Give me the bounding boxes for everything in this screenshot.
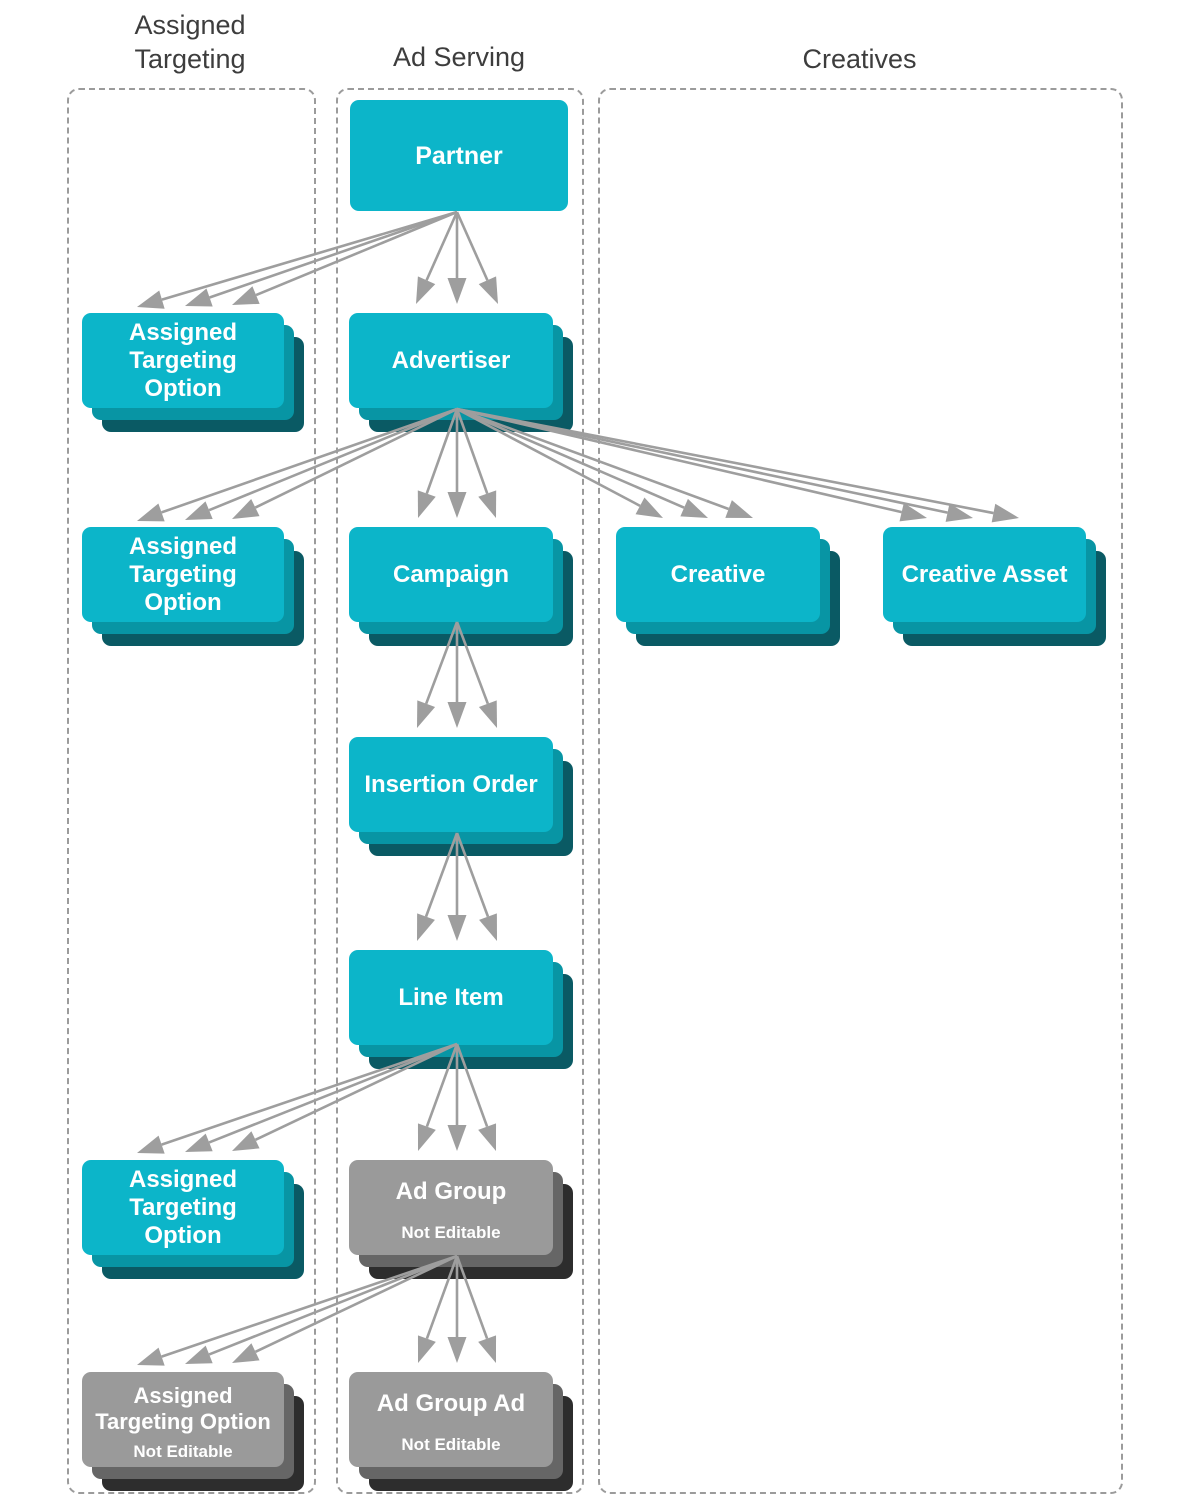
node-label: Partner bbox=[415, 141, 503, 170]
node-label: Insertion Order bbox=[364, 770, 538, 798]
node-label: Creative Asset bbox=[901, 560, 1068, 588]
node-face: Insertion Order bbox=[349, 737, 553, 832]
node-assigned-targeting-option-partner: Assigned Targeting Option bbox=[82, 313, 304, 432]
node-label: Assigned Targeting Option bbox=[95, 1382, 271, 1434]
node-ad-group-ad: Ad Group Ad Not Editable bbox=[349, 1372, 573, 1491]
node-face: Creative bbox=[616, 527, 820, 622]
node-insertion-order: Insertion Order bbox=[349, 737, 573, 856]
column-header-ad-serving: Ad Serving bbox=[392, 42, 526, 72]
node-face: Assigned Targeting Option bbox=[82, 527, 284, 622]
node-face: Advertiser bbox=[349, 313, 553, 408]
node-label: Ad Group bbox=[395, 1177, 507, 1205]
node-assigned-targeting-option-ad-group: Assigned Targeting Option Not Editable bbox=[82, 1372, 304, 1491]
node-ad-group: Ad Group Not Editable bbox=[349, 1160, 573, 1279]
node-face: Assigned Targeting Option bbox=[82, 1160, 284, 1255]
column-header-creatives: Creatives bbox=[802, 44, 917, 74]
node-face: Creative Asset bbox=[883, 527, 1086, 622]
node-label: Assigned Targeting Option bbox=[128, 318, 238, 402]
column-creatives bbox=[598, 88, 1123, 1494]
node-assigned-targeting-option-line-item: Assigned Targeting Option bbox=[82, 1160, 304, 1279]
node-label: Campaign bbox=[392, 560, 509, 588]
node-status-not-editable: Not Editable bbox=[401, 1434, 501, 1454]
node-assigned-targeting-option-advertiser: Assigned Targeting Option bbox=[82, 527, 304, 646]
node-creative-asset: Creative Asset bbox=[883, 527, 1106, 646]
node-face: Line Item bbox=[349, 950, 553, 1045]
node-partner: Partner bbox=[350, 100, 568, 211]
node-label: Assigned Targeting Option bbox=[128, 532, 238, 616]
node-label: Assigned Targeting Option bbox=[128, 1165, 238, 1249]
column-assigned-targeting bbox=[67, 88, 316, 1494]
node-face: Ad Group Ad Not Editable bbox=[349, 1372, 553, 1467]
node-advertiser: Advertiser bbox=[349, 313, 573, 432]
node-line-item: Line Item bbox=[349, 950, 573, 1069]
node-status-not-editable: Not Editable bbox=[401, 1222, 501, 1242]
node-face: Campaign bbox=[349, 527, 553, 622]
node-creative: Creative bbox=[616, 527, 840, 646]
column-ad-serving bbox=[336, 88, 584, 1494]
node-campaign: Campaign bbox=[349, 527, 573, 646]
node-label: Line Item bbox=[398, 983, 504, 1011]
node-face: Assigned Targeting Option Not Editable bbox=[82, 1372, 284, 1467]
node-face: Ad Group Not Editable bbox=[349, 1160, 553, 1255]
column-header-assigned-targeting: Assigned Targeting bbox=[134, 10, 246, 74]
node-status-not-editable: Not Editable bbox=[133, 1441, 233, 1461]
node-label: Creative bbox=[670, 560, 766, 588]
node-face: Partner bbox=[350, 100, 568, 211]
node-label: Ad Group Ad bbox=[376, 1389, 526, 1417]
node-face: Assigned Targeting Option bbox=[82, 313, 284, 408]
node-label: Advertiser bbox=[391, 346, 511, 374]
